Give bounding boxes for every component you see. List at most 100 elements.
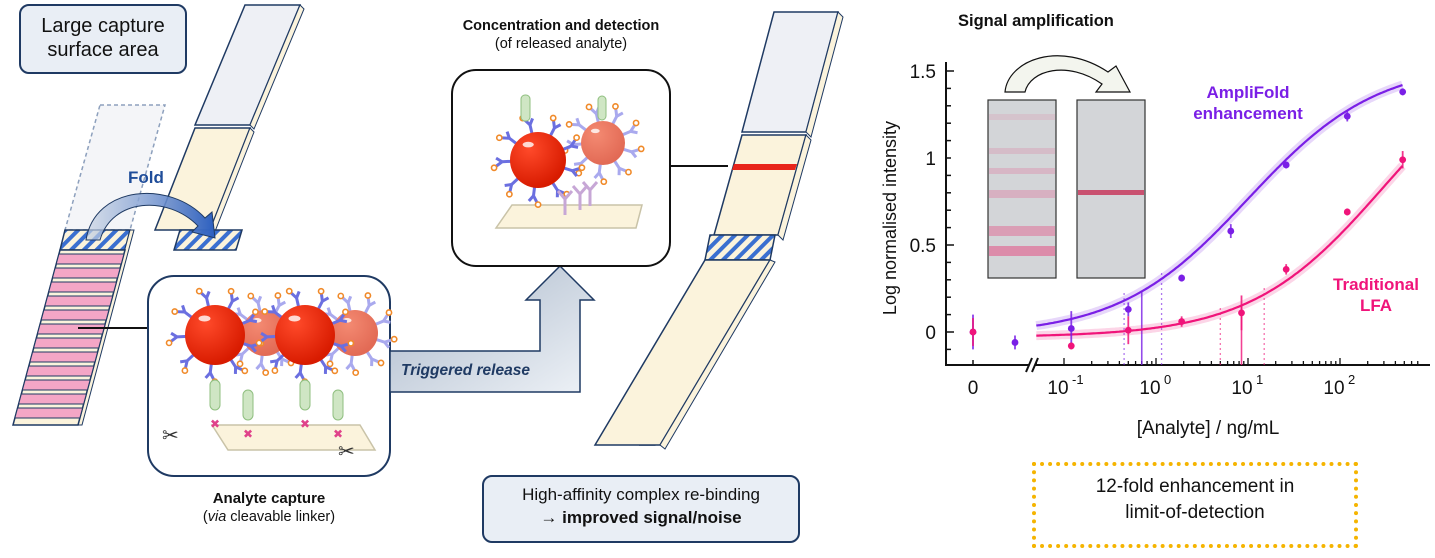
capture-sub-rest: cleavable linker)	[226, 509, 336, 525]
data-point	[1124, 326, 1132, 334]
detection-strip	[593, 11, 844, 450]
antibody-arm	[504, 182, 512, 187]
analyte-dot	[326, 360, 334, 368]
y-tick-label: 0.5	[910, 236, 936, 257]
data-point	[1343, 208, 1351, 216]
callout-line1: Large capture	[41, 15, 165, 37]
antibody-arm	[630, 129, 638, 135]
gold-nanoparticle	[581, 121, 625, 165]
analyte-dot	[241, 367, 249, 375]
analyte-dot	[490, 164, 498, 172]
analyte-dot	[352, 369, 360, 377]
capture-title: Analyte capture	[212, 490, 326, 507]
antibody-arm	[527, 194, 535, 202]
paren: (	[202, 509, 208, 525]
legend-amplifold: AmpliFold enhancement	[1178, 82, 1318, 124]
antibody-arm	[553, 123, 562, 130]
analyte-dot	[261, 308, 269, 315]
data-point-blank	[1011, 339, 1019, 346]
released-linker	[520, 94, 531, 122]
ghost-strip	[64, 104, 166, 231]
capture-band	[21, 379, 91, 391]
scissors-icon: ✂	[162, 425, 179, 447]
inset-amplification-arrow	[1004, 55, 1132, 93]
capture-band	[25, 365, 95, 377]
fit-curve-amplifold	[1036, 84, 1403, 327]
antibody-arm	[326, 307, 332, 315]
data-point	[1067, 342, 1075, 350]
rebinding-line1: High-affinity complex re-binding	[522, 485, 760, 504]
data-point	[1178, 274, 1186, 282]
bead-highlight	[522, 141, 534, 148]
antibody-arm	[295, 290, 301, 299]
analyte-dot	[252, 308, 259, 316]
axis-break-mark	[1025, 357, 1033, 373]
antibody-arm	[615, 111, 624, 118]
data-point	[1238, 309, 1245, 317]
y-tick-label: 1	[925, 149, 936, 170]
x-tick-label: 0	[968, 378, 979, 399]
scissors-icon: ✂	[338, 441, 355, 463]
x-tick-exponent: 1	[1256, 372, 1263, 387]
analyte-dot	[578, 164, 586, 172]
capture-illustration-box: ✖✖✖✖✂✂	[147, 275, 398, 477]
detection-subtitle: (of released analyte)	[494, 36, 628, 52]
lod-line1: 12-fold enhancement in	[1095, 476, 1295, 497]
analyte-dot	[165, 339, 173, 347]
antibody-arm	[205, 290, 211, 299]
antibody-arm	[570, 144, 579, 149]
analyte-dot	[505, 190, 513, 198]
analyte-dot	[227, 287, 235, 295]
cleavable-linker	[332, 389, 344, 421]
capture-band	[48, 281, 118, 293]
via-italic: via	[207, 509, 227, 525]
antibody-arm	[204, 371, 212, 379]
linker-anchor-icon: ✖	[333, 427, 343, 441]
x-tick-exponent: -1	[1072, 372, 1084, 387]
capture-band	[36, 323, 106, 335]
antibody-arm	[181, 304, 187, 313]
linker-anchor-icon: ✖	[243, 427, 253, 441]
analyte-dot	[247, 292, 255, 300]
capture-band	[17, 393, 87, 405]
antibody-arm	[383, 341, 391, 349]
analyte-dot	[364, 292, 372, 299]
antibody-arm	[630, 150, 638, 159]
lod-enhancement-box: 12-fold enhancement in limit-of-detectio…	[1032, 462, 1358, 548]
analyte-dot	[377, 359, 385, 367]
antibody-arm	[271, 304, 277, 313]
y-axis-label: Log normalised intensity	[880, 120, 900, 316]
analyte-dot	[285, 287, 293, 295]
analyte-dot	[236, 360, 244, 368]
capture-band	[55, 253, 125, 265]
data-point	[1178, 318, 1186, 325]
data-point	[1282, 265, 1290, 273]
detection-illustration-box	[451, 69, 671, 267]
data-point	[1343, 112, 1351, 120]
capture-caption: Analyte capture (via cleavable linker)	[148, 490, 390, 525]
gold-nanoparticle	[185, 305, 245, 365]
capture-bands	[14, 253, 125, 419]
antibody-arm	[495, 156, 503, 164]
analyte-dot	[637, 145, 645, 153]
capture-antibody	[556, 190, 574, 215]
triggered-release-label: Triggered release	[401, 362, 530, 379]
rebinding-line2: improved signal/noise	[562, 508, 742, 527]
analyte-dot	[342, 308, 349, 316]
analyte-dot	[632, 119, 640, 127]
legend-traditional: Traditional LFA	[1326, 274, 1426, 316]
inset-faint-band	[989, 114, 1055, 120]
fold-label: Fold	[128, 168, 164, 187]
y-tick-label: 1.5	[910, 62, 936, 83]
analyte-dot	[600, 178, 608, 186]
analyte-dot	[495, 134, 503, 142]
analyte-dot	[565, 120, 573, 128]
detection-title: Concentration and detection	[462, 18, 660, 34]
detection-caption: Concentration and detection (of released…	[432, 18, 690, 52]
fit-curve-traditional	[1036, 165, 1404, 337]
analyte-dot	[255, 339, 263, 347]
linker-anchor-icon: ✖	[210, 417, 220, 431]
analyte-dot	[271, 367, 279, 374]
lod-line2: limit-of-detection	[1125, 502, 1265, 523]
legend-traditional-text: Traditional LFA	[1333, 275, 1419, 315]
